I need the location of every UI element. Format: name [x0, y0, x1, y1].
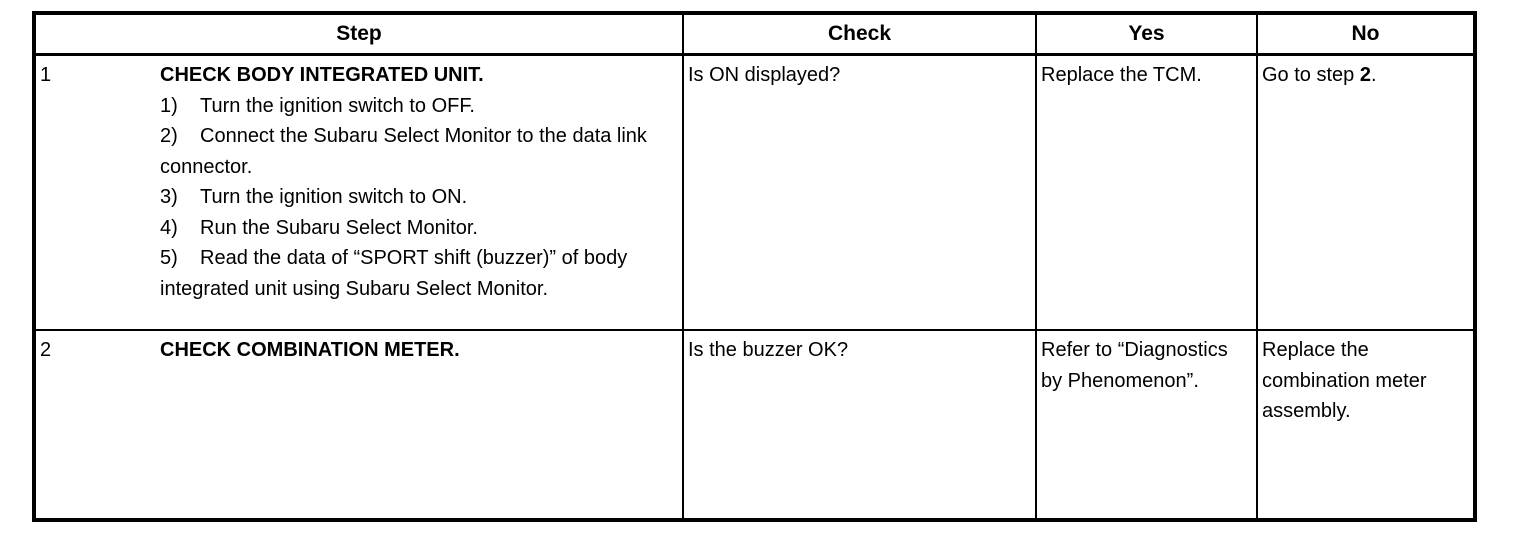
- table-header-row: Step Check Yes No: [33, 12, 1476, 56]
- step-number: 1: [40, 64, 52, 86]
- substep-marker: 3): [160, 186, 178, 208]
- check-text: Is the buzzer OK?: [688, 339, 849, 361]
- substep-text: Run the Subaru Select Monitor.: [200, 216, 478, 239]
- step-content: CHECK BODY INTEGRATED UNIT. 1) Turn the i…: [160, 56, 682, 304]
- no-cell: Go to step 2.: [1256, 53, 1476, 331]
- table-row: 2 CHECK COMBINATION METER. Is the buzzer…: [33, 329, 1476, 521]
- substep-marker: 2): [160, 125, 178, 147]
- substep-marker: 5): [160, 247, 178, 269]
- column-header-check: Check: [682, 12, 1037, 56]
- no-text-prefix: Go to step: [1262, 64, 1360, 86]
- no-cell: Replace the combination meter assembly.: [1256, 329, 1476, 521]
- no-text-suffix: .: [1370, 64, 1377, 86]
- yes-cell: Replace the TCM.: [1035, 53, 1258, 331]
- no-text: Go to step 2.: [1258, 56, 1473, 91]
- yes-text: Replace the TCM.: [1041, 64, 1202, 86]
- yes-text: Refer to “Diagnostics by Phenomenon”.: [1041, 339, 1228, 392]
- table-row: 1 CHECK BODY INTEGRATED UNIT. 1) Turn the…: [33, 53, 1476, 331]
- step-title: CHECK COMBINATION METER.: [160, 339, 460, 361]
- no-text: Replace the combination meter assembly.: [1258, 331, 1473, 427]
- step-content: CHECK COMBINATION METER.: [160, 331, 682, 366]
- check-cell: Is ON displayed?: [682, 53, 1037, 331]
- column-header-yes: Yes: [1035, 12, 1258, 56]
- step-title: CHECK BODY INTEGRATED UNIT.: [160, 64, 484, 86]
- step-cell: 1 CHECK BODY INTEGRATED UNIT. 1) Turn the…: [33, 53, 684, 331]
- substep-item: 5)Read the data of “SPORT shift (buzzer)…: [160, 243, 678, 304]
- substep-text: Read the data of “SPORT shift (buzzer)” …: [160, 247, 628, 300]
- substep-item: 1) Turn the ignition switch to OFF.: [160, 91, 678, 122]
- diagnostic-procedure-table: Step Check Yes No 1 CHECK BODY INTEGRATE…: [32, 11, 1477, 522]
- substep-text: Turn the ignition switch to OFF.: [200, 94, 475, 117]
- substep-marker: 1): [160, 94, 178, 117]
- step-cell: 2 CHECK COMBINATION METER.: [33, 329, 684, 521]
- column-header-no: No: [1256, 12, 1476, 56]
- substep-list: 1) Turn the ignition switch to OFF. 2)Con…: [160, 91, 678, 305]
- column-header-step: Step: [33, 12, 684, 56]
- substep-marker: 4): [160, 216, 178, 239]
- yes-cell: Refer to “Diagnostics by Phenomenon”.: [1035, 329, 1258, 521]
- no-text-prefix: Replace the combination meter assembly.: [1262, 339, 1427, 422]
- step-number: 2: [40, 339, 52, 361]
- substep-text: Connect the Subaru Select Monitor to the…: [160, 125, 647, 178]
- check-text: Is ON displayed?: [688, 64, 841, 86]
- substep-item: 4) Run the Subaru Select Monitor.: [160, 213, 678, 244]
- substep-text: Turn the ignition switch to ON.: [200, 186, 468, 208]
- check-cell: Is the buzzer OK?: [682, 329, 1037, 521]
- no-text-step-number: 2: [1359, 64, 1371, 86]
- substep-item: 2)Connect the Subaru Select Monitor to t…: [160, 121, 678, 182]
- substep-item: 3) Turn the ignition switch to ON.: [160, 182, 678, 213]
